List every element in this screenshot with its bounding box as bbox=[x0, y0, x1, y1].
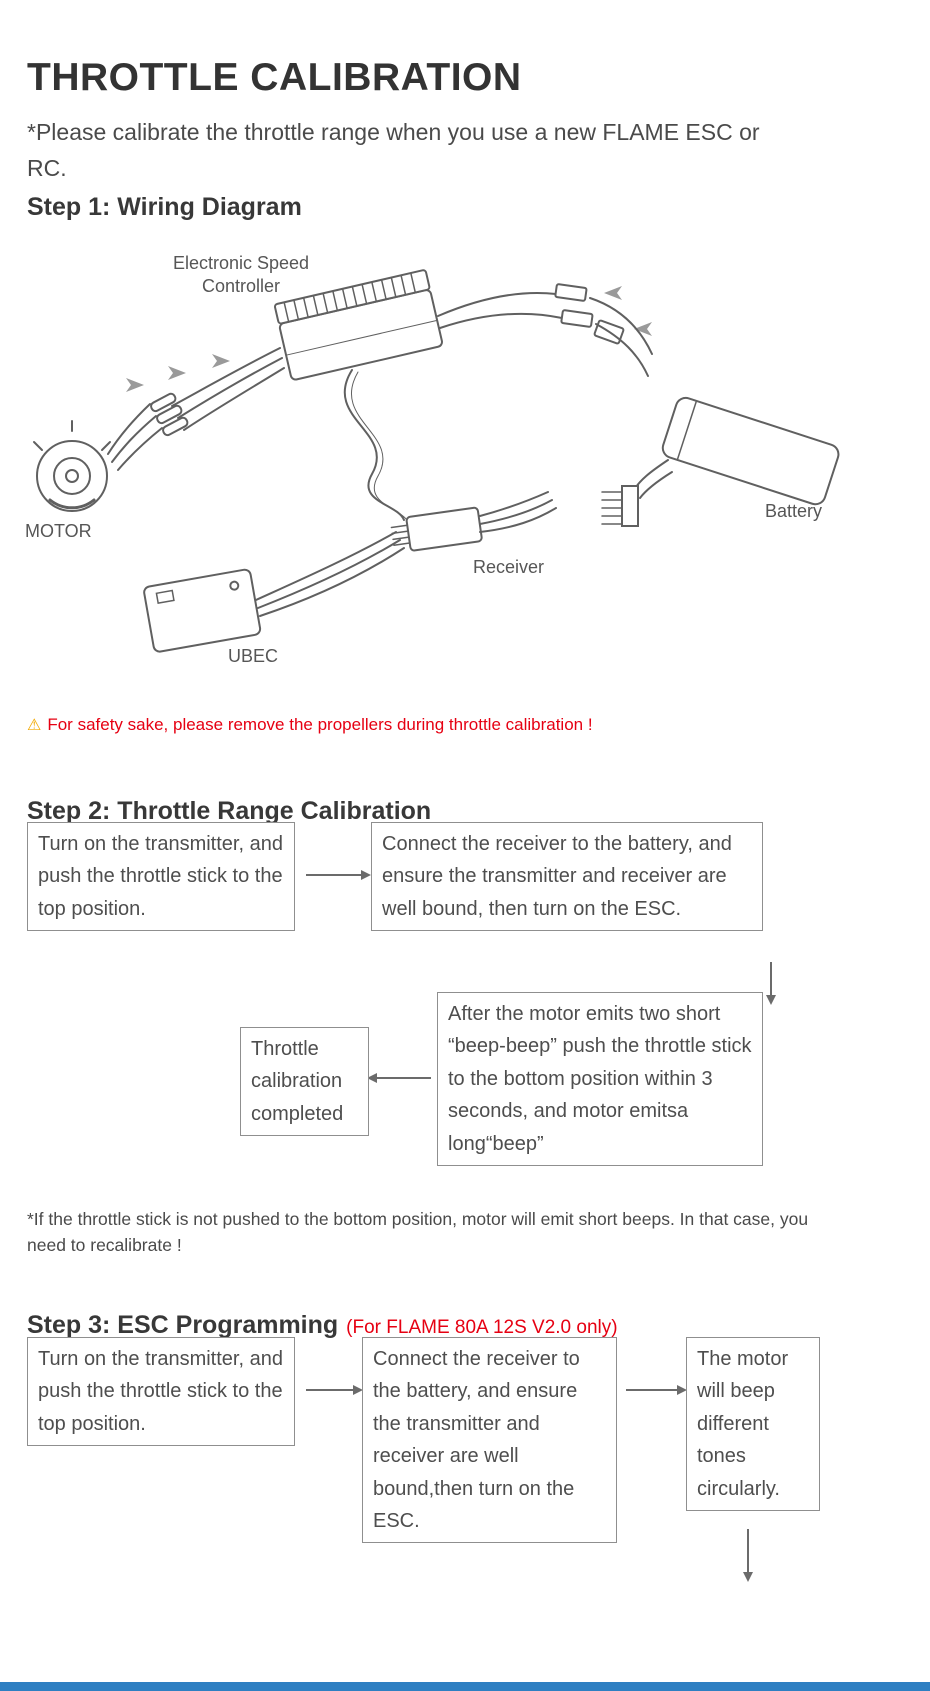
diagram-label-motor: MOTOR bbox=[25, 521, 92, 541]
step3-box-beep-tones: The motor will beep different tones circ… bbox=[686, 1337, 820, 1511]
bullet-connectors-shape bbox=[150, 392, 189, 437]
balance-connector-shape bbox=[601, 485, 639, 527]
step2-box-transmitter: Turn on the transmitter, and push the th… bbox=[27, 822, 295, 932]
diagram-label-ubec: UBEC bbox=[228, 646, 279, 666]
motor-shape bbox=[33, 420, 111, 512]
flow-arrow-down-icon bbox=[766, 962, 776, 1005]
step2-box-connect-receiver: Connect the receiver to the battery, and… bbox=[371, 822, 763, 932]
ubec-shape bbox=[143, 568, 262, 653]
step2-flowchart: Turn on the transmitter, and push the th… bbox=[0, 822, 930, 1188]
step2-heading: Step 2: Throttle Range Calibration bbox=[27, 796, 432, 825]
step3-heading-note: (For FLAME 80A 12S V2.0 only) bbox=[346, 1316, 618, 1338]
footer-accent-bar bbox=[0, 1682, 930, 1691]
battery-shape bbox=[661, 396, 840, 506]
flow-arrow-right-icon bbox=[306, 870, 371, 880]
step3-heading: Step 3: ESC Programming (For FLAME 80A 12… bbox=[27, 1311, 618, 1340]
step1-heading: Step 1: Wiring Diagram bbox=[27, 192, 302, 221]
safety-warning-text: For safety sake, please remove the prope… bbox=[47, 715, 593, 734]
pointer-arrows-battery-side bbox=[604, 286, 652, 336]
step3-heading-text: Step 3: ESC Programming bbox=[27, 1310, 339, 1339]
step2-box-beep-sequence: After the motor emits two short “beep-be… bbox=[437, 992, 763, 1166]
page-title: THROTTLE CALIBRATION bbox=[27, 56, 522, 100]
step2-footnote: *If the throttle stick is not pushed to … bbox=[27, 1208, 809, 1255]
esc-shape bbox=[273, 269, 443, 381]
step2-box-completed: Throttle calibration completed bbox=[240, 1027, 369, 1137]
page-subtitle: *Please calibrate the throttle range whe… bbox=[27, 119, 760, 181]
safety-warning: ⚠ For safety sake, please remove the prop… bbox=[27, 715, 593, 735]
step3-box-connect-receiver: Connect the receiver to the battery, and… bbox=[362, 1337, 617, 1544]
receiver-shape bbox=[390, 506, 483, 552]
step3-box-transmitter: Turn on the transmitter, and push the th… bbox=[27, 1337, 295, 1447]
diagram-label-esc: Electronic Speed Controller bbox=[172, 253, 310, 297]
diagram-label-receiver: Receiver bbox=[473, 557, 545, 577]
wiring-diagram: Electronic Speed Controller MOTOR Batter… bbox=[0, 228, 930, 683]
flow-arrow-right-icon bbox=[626, 1385, 687, 1395]
flow-arrow-left-icon bbox=[367, 1073, 431, 1083]
warning-triangle-icon: ⚠ bbox=[27, 717, 42, 734]
flow-arrow-right-icon bbox=[306, 1385, 363, 1395]
step3-flowchart: Turn on the transmitter, and push the th… bbox=[0, 1337, 930, 1647]
diagram-label-battery: Battery bbox=[765, 501, 823, 521]
pointer-arrows-motor-side bbox=[126, 354, 230, 392]
wiring-diagram-art bbox=[33, 269, 840, 653]
flow-arrow-down-icon bbox=[743, 1529, 753, 1582]
